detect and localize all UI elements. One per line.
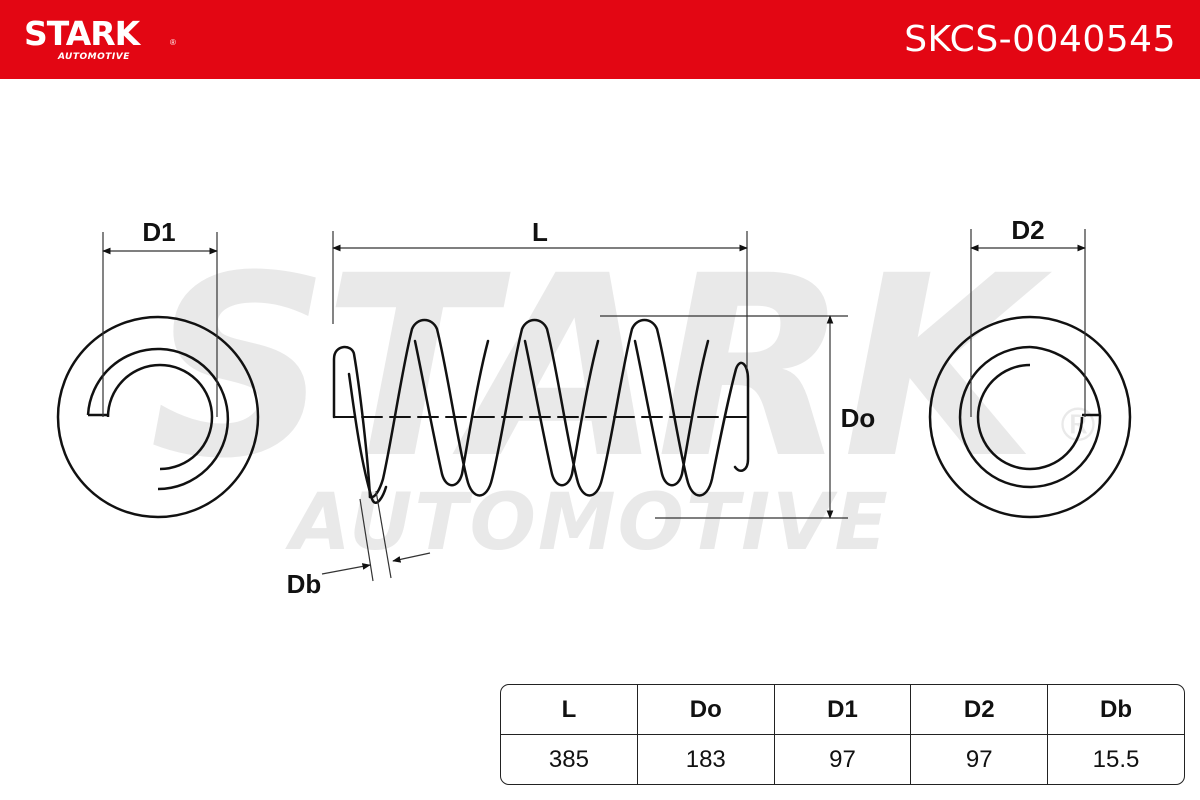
d2-dimension — [970, 229, 1086, 417]
end-view-d2 — [928, 315, 1132, 519]
spec-value-do: 183 — [638, 735, 775, 784]
spring-technical-drawing: STARK AUTOMOTIVE ® D1 L — [56, 215, 1132, 599]
spec-value-d1: 97 — [775, 735, 912, 784]
d1-dimension — [102, 232, 218, 417]
label-d2: D2 — [1011, 215, 1044, 245]
label-d1: D1 — [142, 217, 175, 247]
spec-value-db: 15.5 — [1092, 745, 1140, 773]
watermark: STARK AUTOMOTIVE ® — [150, 222, 1101, 568]
logo-subtitle: AUTOMOTIVE — [58, 52, 130, 62]
do-dimension — [600, 315, 848, 519]
spec-header-do: Do — [637, 685, 775, 735]
stark-logo: STARK ® AUTOMOTIVE — [24, 14, 194, 66]
spec-header-d1: D1 — [774, 685, 912, 735]
label-l: L — [532, 217, 548, 247]
watermark-registered: ® — [1055, 398, 1101, 452]
watermark-brand: STARK — [150, 222, 1053, 513]
spec-table-header-row: L Do D1 D2 Db — [501, 685, 1184, 735]
spec-table-value-row: 385 183 97 97 15.5 — [501, 735, 1184, 784]
end-view-d1 — [56, 315, 260, 519]
logo-registered-mark: ® — [170, 38, 176, 47]
label-do: Do — [841, 403, 876, 433]
logo-brand-name: STARK — [24, 14, 140, 53]
l-dimension — [332, 231, 748, 369]
spec-table: L Do D1 D2 Db 385 183 97 97 15.5 — [500, 684, 1185, 785]
spec-header-db: Db — [1048, 685, 1184, 735]
watermark-subtitle: AUTOMOTIVE — [284, 478, 890, 568]
spec-header-l: L — [501, 685, 638, 735]
spec-value-d2: 97 — [911, 735, 1049, 784]
part-number: SKCS-0040545 — [904, 19, 1176, 60]
spec-value-l: 385 — [501, 735, 638, 784]
spring-side-view — [332, 318, 750, 504]
db-dimension — [321, 490, 431, 582]
spec-header-d2: D2 — [911, 685, 1049, 735]
header-bar: STARK ® AUTOMOTIVE SKCS-0040545 — [0, 0, 1200, 79]
label-db: Db — [287, 569, 322, 599]
